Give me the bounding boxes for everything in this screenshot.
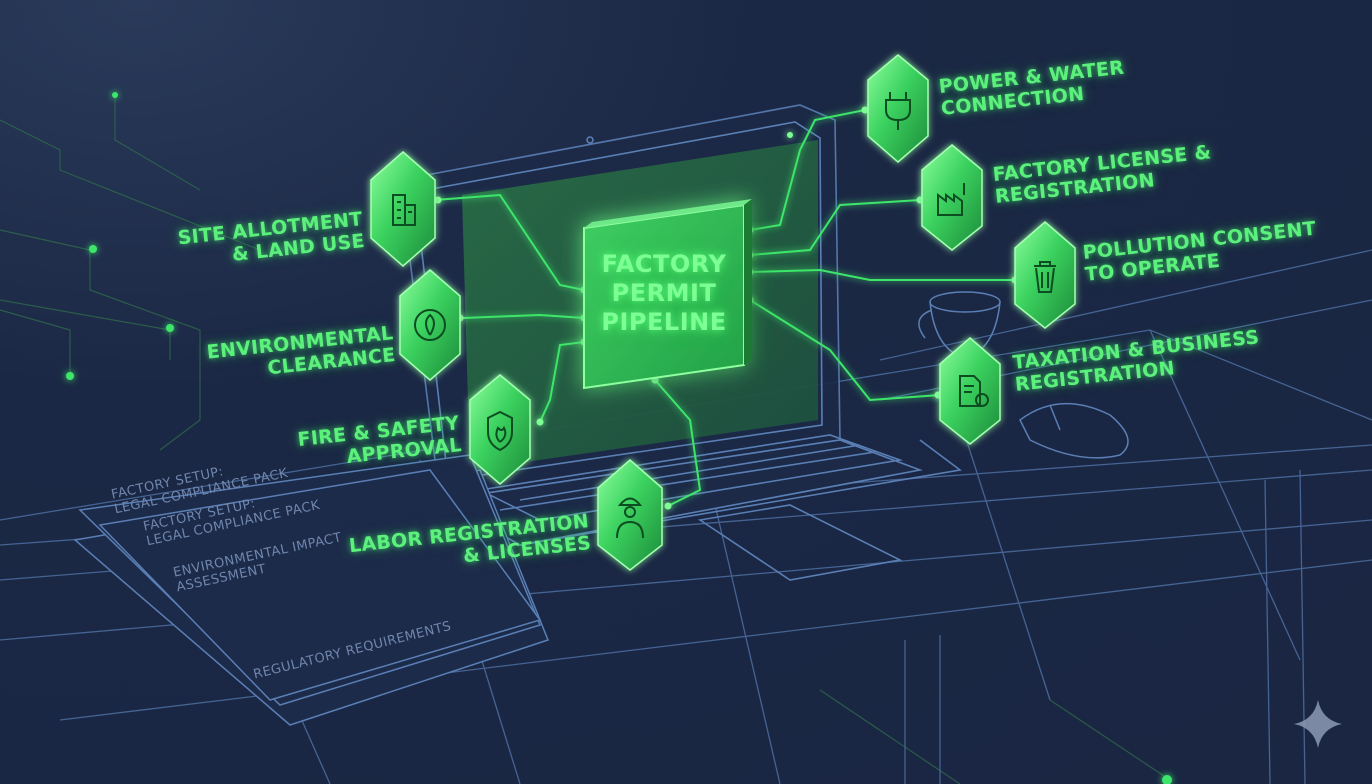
core-title-line: PERMIT	[611, 279, 717, 307]
worker-icon	[616, 497, 644, 539]
gem-license	[921, 144, 983, 251]
fire-shield-icon	[487, 410, 513, 452]
gem-labor	[597, 459, 663, 571]
gem-tax	[939, 337, 1001, 445]
tax-document-icon	[959, 375, 989, 407]
background-circuit-nodes	[66, 92, 1172, 784]
document-stack	[73, 454, 549, 726]
trash-bin-icon	[1034, 261, 1056, 293]
gem-pollution	[1014, 221, 1076, 329]
core-pipeline-block	[583, 199, 752, 390]
building-icon	[392, 194, 416, 226]
leaf-seal-icon	[414, 309, 446, 341]
gem-env	[399, 269, 461, 381]
core-title: FACTORY PERMIT PIPELINE	[584, 250, 744, 337]
plug-icon	[885, 92, 911, 130]
connection-wires	[434, 109, 1015, 506]
gem-site	[370, 151, 436, 267]
background-circuit-traces	[0, 95, 1171, 784]
gem-power	[867, 54, 929, 163]
core-title-line: PIPELINE	[601, 308, 727, 336]
gem-fire	[469, 374, 531, 485]
factory-icon	[937, 183, 965, 216]
sparkle-icon	[1294, 700, 1342, 748]
computer-mouse	[1019, 402, 1129, 459]
core-title-line: FACTORY	[601, 250, 727, 278]
